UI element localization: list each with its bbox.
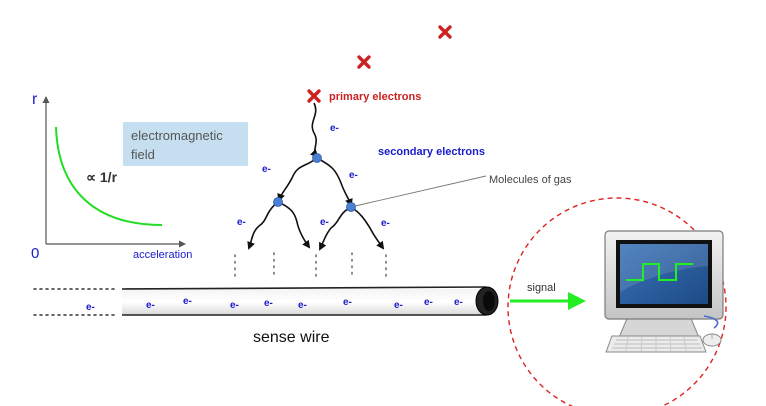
ionization-node <box>346 202 356 212</box>
electron-label: e- <box>330 123 339 134</box>
electron-label: e- <box>183 296 192 307</box>
wire-end-hole <box>483 291 495 311</box>
avalanche-tree <box>247 102 385 251</box>
molecules-label: Molecules of gas <box>489 174 572 186</box>
sense-wire: sense wire <box>33 286 499 346</box>
field-graph: r 0 acceleration electromagnetic field ∝… <box>31 91 248 262</box>
electron-label: e- <box>349 170 358 181</box>
drift-path <box>277 157 318 202</box>
drift-path <box>277 201 311 249</box>
sense-wire-label: sense wire <box>253 329 330 346</box>
ionization-node <box>273 197 283 207</box>
electron-label: e- <box>424 297 433 308</box>
electron-label: e- <box>230 300 239 311</box>
keyboard-icon <box>605 335 707 353</box>
signal-label: signal <box>527 282 556 294</box>
electron-label: e- <box>454 297 463 308</box>
electron-label: e- <box>298 300 307 311</box>
proportional-label: ∝ 1/r <box>86 169 118 185</box>
wire-body <box>122 289 486 315</box>
primary-electrons: primary electrons <box>307 25 452 103</box>
ionization-nodes <box>273 153 356 212</box>
electron-label: e- <box>381 218 390 229</box>
readout-region-circle <box>507 197 727 406</box>
drift-path <box>319 206 352 251</box>
molecules-pointer <box>354 175 487 207</box>
wire-electron-labels: e- e- e- e- e- e- e- e- e- e- <box>86 296 463 313</box>
electron-label: e- <box>262 164 271 175</box>
electron-label: e- <box>394 300 403 311</box>
field-box-line2: field <box>131 147 155 162</box>
field-box-line1: electromagnetic <box>131 128 223 143</box>
secondary-electrons-label: secondary electrons <box>378 146 485 158</box>
cross-icon <box>357 55 371 69</box>
computer-monitor-icon <box>604 230 724 341</box>
axis-y-label: r <box>32 91 38 108</box>
axis-origin-label: 0 <box>31 245 39 262</box>
cross-icon <box>438 25 452 39</box>
drift-path <box>350 206 385 250</box>
electron-label: e- <box>146 300 155 311</box>
wire-edge-top <box>121 286 487 290</box>
drift-dots <box>234 252 387 281</box>
monitor-screen <box>620 244 708 304</box>
drift-path <box>247 201 279 250</box>
drift-path <box>309 102 319 158</box>
electron-label: e- <box>264 298 273 309</box>
electron-label: e- <box>86 302 95 313</box>
primary-electrons-label: primary electrons <box>329 91 421 103</box>
mouse-icon <box>702 315 722 347</box>
electron-label: e- <box>343 297 352 308</box>
screen-signal-trace <box>626 263 693 281</box>
field-box <box>123 122 248 166</box>
drift-path <box>316 157 353 207</box>
electron-label: e- <box>237 217 246 228</box>
field-curve <box>55 126 163 226</box>
axis-x-label: acceleration <box>133 249 192 261</box>
tree-electron-labels: e- e- e- e- e- e- <box>237 123 390 229</box>
ionization-node <box>312 153 322 163</box>
electron-label: e- <box>320 217 329 228</box>
cross-icon <box>307 89 321 103</box>
signal-arrow: signal <box>510 282 586 310</box>
